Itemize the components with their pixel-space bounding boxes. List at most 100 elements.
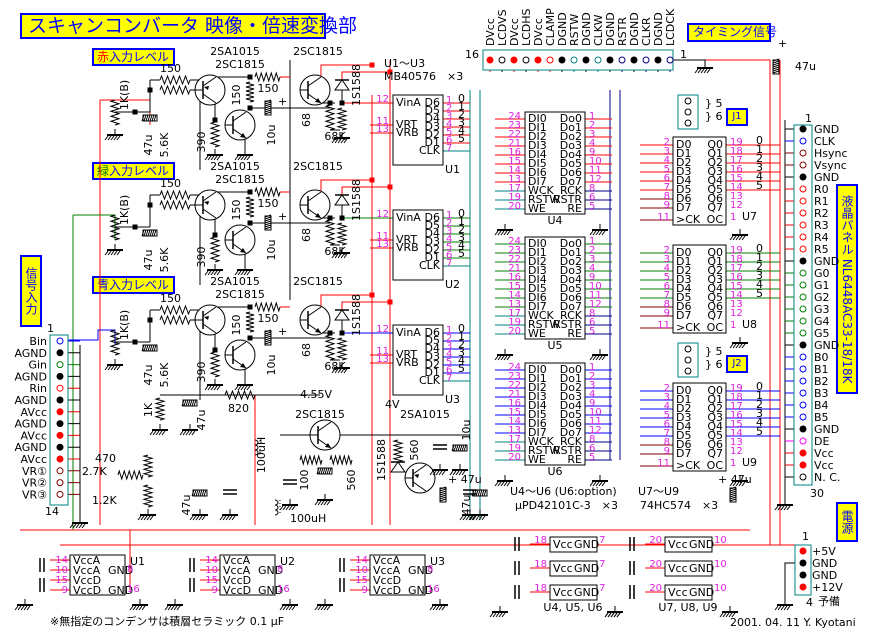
lcd-connector-box	[793, 124, 813, 486]
ecap-hatch	[151, 229, 155, 237]
latch-pin-label: Q3	[707, 411, 723, 424]
ecap-hatch	[264, 220, 272, 224]
red-level-prefix: 赤	[97, 50, 110, 64]
ground-hatch	[243, 385, 248, 391]
ground-hatch	[725, 612, 730, 618]
fifo-name-U6: U6	[547, 465, 562, 478]
bias-inductor-1-value: 100uH	[255, 437, 268, 473]
ground-hatch	[116, 250, 121, 256]
ground-icon	[219, 509, 238, 521]
ecap-hatch	[264, 224, 272, 228]
transistor-collector	[317, 421, 332, 432]
latch-pin-label: Q6	[707, 300, 723, 313]
decoupling-cap-icon	[339, 578, 345, 592]
fifo-pin-label: DI5	[528, 157, 547, 170]
transistor-collector	[232, 226, 247, 237]
junction-dot	[212, 117, 218, 123]
adc-pin-label: D2	[425, 243, 440, 256]
fifo-pin-number: 16	[508, 147, 521, 158]
ground-hatch	[234, 270, 239, 276]
ground-hatch	[204, 155, 209, 161]
latch-pin-label: >CK	[676, 213, 701, 226]
fifo-pin-number: 5	[589, 326, 595, 337]
latch-pin-label: D3	[676, 165, 691, 178]
latch-pin-number: 6	[664, 419, 670, 430]
red-level-label: 赤入力レベル	[92, 48, 175, 66]
fifo-pin-number: 13	[508, 174, 521, 185]
input-connector-pin-label: AGND	[14, 418, 47, 431]
adc-bit-label: 5	[458, 132, 465, 145]
junction-dot	[132, 224, 138, 230]
ecap-hatch	[264, 214, 272, 218]
ground-hatch	[506, 355, 511, 361]
green-plus-mark: +	[278, 210, 287, 223]
fifo-pin-label: DI4	[528, 273, 547, 286]
latch-pin-number: 2	[664, 137, 670, 148]
latch-pin-number: 17	[730, 263, 743, 274]
ground-hatch	[719, 612, 724, 618]
junction-dot	[212, 347, 218, 353]
ecap-hatch	[264, 99, 272, 103]
lcd-connector-pin-label: B4	[814, 399, 829, 412]
decoupling-pin-number: 9	[62, 585, 68, 596]
lcd-connector-pin	[799, 473, 807, 481]
adc-bit-label: 2	[458, 223, 465, 236]
red-r150-in-value: 150	[160, 62, 181, 75]
ground-hatch	[326, 500, 331, 506]
ecap-hatch	[439, 494, 447, 498]
green-r150-h-icon	[254, 186, 281, 198]
timing-ground-icon	[694, 62, 713, 74]
ecap-hatch	[772, 66, 780, 70]
latch-pin-number: 4	[664, 401, 670, 412]
fifo-pin-label: Do5	[560, 408, 582, 421]
diode-body	[334, 309, 350, 321]
ground-hatch	[138, 605, 143, 611]
latch-pin-number: 1	[730, 212, 736, 223]
adc-pin-label: D1	[425, 366, 440, 379]
latch-pin-label: Q4	[707, 420, 723, 433]
junction-dot	[327, 215, 333, 221]
vr-r2-value: 2.7K	[82, 465, 107, 478]
lcd-connector-pin-label: G1	[814, 279, 830, 292]
fifo-pin-number: 24	[508, 236, 521, 247]
fifo-pin-number: 22	[508, 380, 521, 391]
ecap-hatch	[264, 333, 272, 337]
junction-dot	[247, 74, 253, 80]
junction-dot	[247, 304, 253, 310]
ground-hatch	[334, 138, 339, 144]
fifo-pin-number: 2	[589, 120, 595, 131]
ecap-hatch	[264, 222, 272, 226]
ground-hatch	[116, 135, 121, 141]
ground-icon	[149, 424, 168, 436]
latch-pin-number: 1	[730, 458, 736, 469]
latch-pin-number: 9	[664, 200, 670, 211]
blue-2sc1815-icon	[224, 339, 256, 371]
green-r68-icon	[324, 219, 336, 246]
ground-hatch	[237, 155, 242, 161]
transistor-collector	[202, 76, 217, 87]
ground-hatch	[141, 605, 146, 611]
decoupling-pin-label: VccA	[373, 554, 401, 567]
latch-pin-number: 15	[730, 281, 743, 292]
ground-hatch	[152, 430, 157, 436]
fifo-pin-label: WCK	[528, 435, 555, 448]
decoupling-logic-box	[549, 536, 598, 553]
ground-hatch	[694, 68, 699, 74]
ground-hatch	[191, 430, 196, 436]
adc-pin-label: CLK	[419, 144, 441, 157]
fifo-pin-number: 17	[508, 308, 521, 319]
ground-hatch	[592, 230, 597, 236]
latch-pin-number: 14	[730, 182, 743, 193]
input-connector-pin-label: AVcc	[21, 453, 47, 466]
green-cap47u-value: 47u	[142, 250, 155, 271]
lcd-connector-pin-label: G4	[814, 315, 830, 328]
ecap-hatch	[264, 226, 272, 230]
decoupling-gnd-label: GND	[689, 562, 714, 575]
decoupling-gnd-pin: 7	[599, 559, 605, 570]
junction-dot	[147, 202, 153, 208]
timing-connector-pin-label: RSTW	[568, 14, 581, 46]
ground-hatch	[207, 270, 212, 276]
adc-pin-number: 12	[376, 209, 389, 220]
fifo-pin-number: 8	[589, 183, 595, 194]
latch-pin-label: Q4	[707, 174, 723, 187]
